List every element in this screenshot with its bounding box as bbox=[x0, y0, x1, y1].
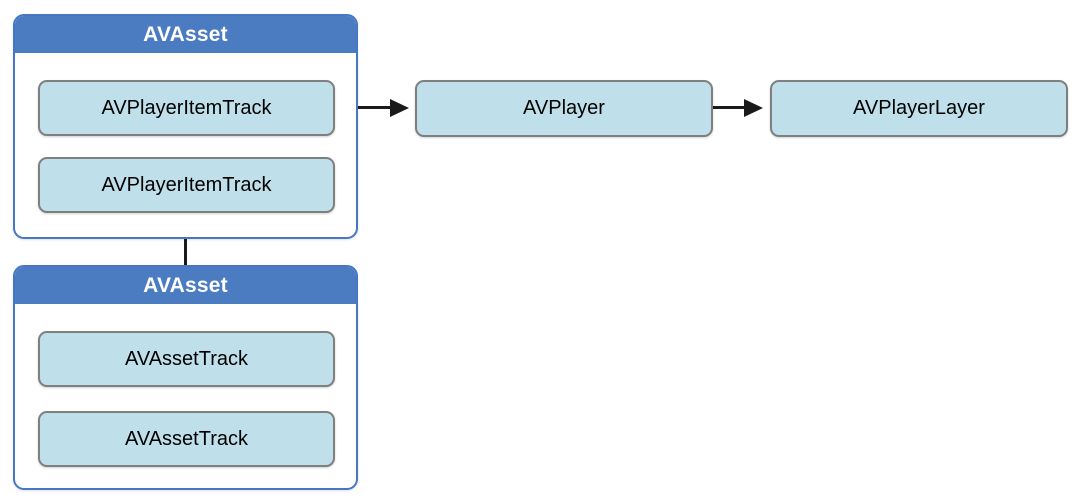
avasset-group-top-title: AVAsset bbox=[143, 22, 228, 46]
node-avplayeritemtrack-2-label: AVPlayerItemTrack bbox=[101, 173, 272, 196]
node-avplayeritemtrack-2: AVPlayerItemTrack bbox=[38, 157, 335, 213]
arrow-avplayer-to-avplayerlayer-head bbox=[744, 99, 763, 117]
avasset-group-top-header: AVAsset bbox=[15, 16, 356, 53]
node-avplayeritemtrack-1: AVPlayerItemTrack bbox=[38, 80, 335, 136]
avasset-group-bottom-header: AVAsset bbox=[15, 267, 356, 304]
arrow-avasset-to-avplayer-head bbox=[390, 99, 409, 117]
avasset-group-bottom: AVAsset AVAssetTrack AVAssetTrack bbox=[13, 265, 358, 490]
node-avplayeritemtrack-1-label: AVPlayerItemTrack bbox=[101, 96, 272, 119]
avasset-group-bottom-title: AVAsset bbox=[143, 273, 228, 297]
node-avassettrack-1-label: AVAssetTrack bbox=[125, 347, 248, 370]
node-avplayer-label: AVPlayer bbox=[523, 97, 605, 119]
node-avassettrack-1: AVAssetTrack bbox=[38, 331, 335, 387]
node-avplayerlayer-label: AVPlayerLayer bbox=[853, 97, 985, 119]
node-avplayer: AVPlayer bbox=[415, 80, 713, 137]
node-avassettrack-2-label: AVAssetTrack bbox=[125, 427, 248, 450]
arrow-avasset-to-avplayer-line bbox=[358, 106, 391, 109]
node-avplayerlayer: AVPlayerLayer bbox=[770, 80, 1068, 137]
arrow-avplayer-to-avplayerlayer-line bbox=[712, 106, 745, 109]
avasset-group-top: AVAsset AVPlayerItemTrack AVPlayerItemTr… bbox=[13, 14, 358, 239]
node-avassettrack-2: AVAssetTrack bbox=[38, 411, 335, 467]
connector-between-avasset-groups bbox=[184, 236, 187, 268]
